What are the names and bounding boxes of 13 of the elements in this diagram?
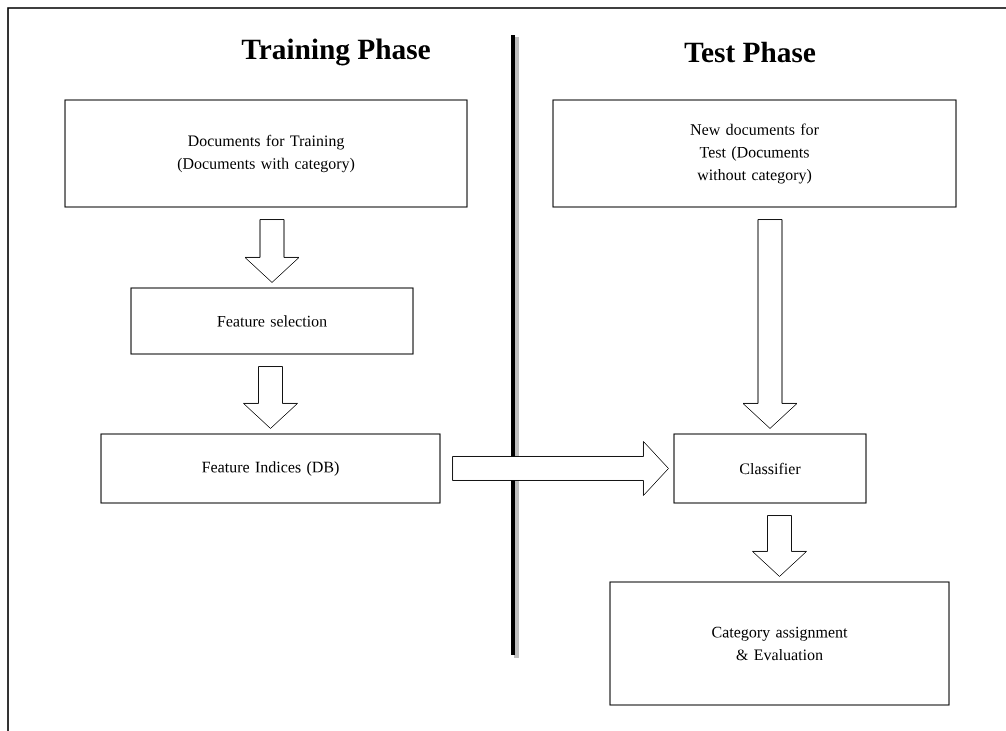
process-box: Category assignment & Evaluation bbox=[609, 581, 950, 706]
process-box: Classifier bbox=[673, 433, 867, 504]
process-box: Feature Indices (DB) bbox=[100, 433, 441, 504]
block-arrow bbox=[244, 219, 300, 283]
process-box: Documents for Training (Documents with category) bbox=[64, 99, 468, 208]
block-arrow bbox=[243, 366, 298, 429]
process-box: Feature selection bbox=[130, 287, 414, 355]
block-arrow bbox=[752, 515, 807, 577]
block-arrow bbox=[742, 219, 798, 429]
process-box: New documents for Test (Documents without category) bbox=[552, 99, 957, 208]
block-arrow bbox=[452, 441, 669, 496]
phase-heading: Training Phase bbox=[241, 38, 430, 66]
phase-heading: Test Phase bbox=[684, 41, 816, 63]
